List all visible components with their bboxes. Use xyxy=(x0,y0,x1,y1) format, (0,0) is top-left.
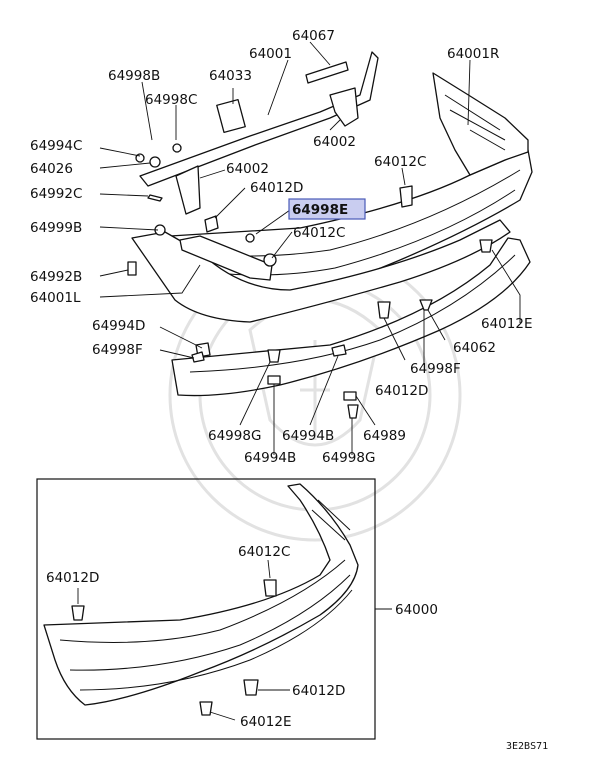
label-64012C-mid: 64012C xyxy=(293,225,345,241)
bracket-64002-lower xyxy=(175,165,201,215)
label-64994C: 64994C xyxy=(30,138,82,154)
label-64999B: 64999B xyxy=(30,220,82,236)
label-64001: 64001 xyxy=(249,46,292,62)
retainer-strip-64001 xyxy=(139,51,379,187)
label-64998F-right: 64998F xyxy=(410,361,461,377)
label-64067: 64067 xyxy=(292,28,335,44)
bracket-64002-upper xyxy=(329,87,359,127)
label-64000: 64000 xyxy=(395,602,438,618)
label-64062: 64062 xyxy=(453,340,496,356)
label-64992C: 64992C xyxy=(30,186,82,202)
side-bracket-64001L xyxy=(179,235,273,281)
leader-lines-upper xyxy=(99,41,521,455)
label-64012D-lower-right: 64012D xyxy=(292,683,345,699)
label-64998C: 64998C xyxy=(145,92,197,108)
label-64998G-bottom: 64998G xyxy=(322,450,375,466)
label-64012D-mid: 64012D xyxy=(375,383,428,399)
lower-spoiler xyxy=(171,237,531,397)
highlight-64998E xyxy=(288,198,366,220)
label-64002-lower: 64002 xyxy=(226,161,269,177)
leader-lines-lower xyxy=(77,559,392,721)
label-64998B: 64998B xyxy=(108,68,160,84)
label-64033: 64033 xyxy=(209,68,252,84)
label-64992B: 64992B xyxy=(30,269,82,285)
label-64026: 64026 xyxy=(30,161,73,177)
label-64012C-lower: 64012C xyxy=(238,544,290,560)
label-64998G-left: 64998G xyxy=(208,428,261,444)
label-64994D: 64994D xyxy=(92,318,145,334)
fasteners-lower xyxy=(71,579,277,716)
label-64012D-lower-left: 64012D xyxy=(46,570,99,586)
label-64998F-left: 64998F xyxy=(92,342,143,358)
label-64012E-upper: 64012E xyxy=(481,316,532,332)
label-64001L: 64001L xyxy=(30,290,81,306)
label-64989: 64989 xyxy=(363,428,406,444)
label-64012E-lower: 64012E xyxy=(240,714,291,730)
bumper-assembly-64000 xyxy=(43,483,359,706)
label-64001R: 64001R xyxy=(447,46,499,62)
label-64012C-upper: 64012C xyxy=(374,154,426,170)
label-64994B-right: 64994B xyxy=(282,428,334,444)
label-64994B-bottom: 64994B xyxy=(244,450,296,466)
label-64012D-upper: 64012D xyxy=(250,180,303,196)
label-64998E: 64998E xyxy=(292,202,348,218)
diagram-code: 3E2BS71 xyxy=(506,741,548,752)
label-64002-upper: 64002 xyxy=(313,134,356,150)
